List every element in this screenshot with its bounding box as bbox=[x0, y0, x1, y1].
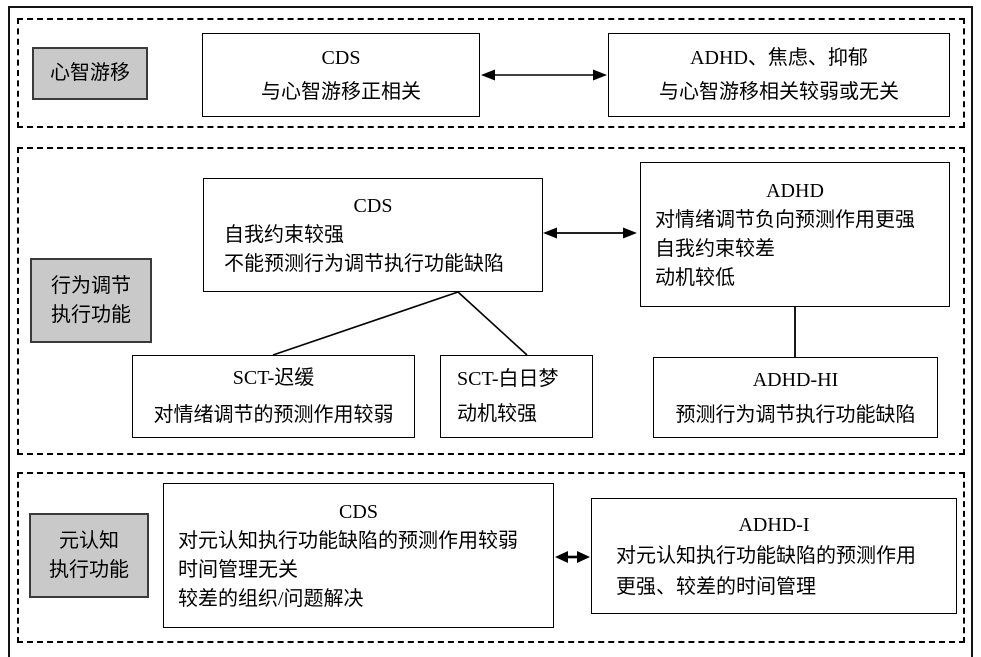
box-line: 时间管理无关 bbox=[178, 558, 298, 581]
box-line: 与心智游移相关较弱或无关 bbox=[659, 80, 899, 103]
section-metacognitive bbox=[17, 472, 965, 643]
box-line: 对元认知执行功能缺陷的预测作用较弱 bbox=[178, 529, 518, 552]
section-label-line: 执行功能 bbox=[49, 558, 129, 581]
box-cds-behavior-regulation: CDS 自我约束较强 不能预测行为调节执行功能缺陷 bbox=[203, 178, 543, 292]
section-label-line: 心智游移 bbox=[50, 62, 130, 84]
box-adhd-i: ADHD-I 对元认知执行功能缺陷的预测作用 更强、较差的时间管理 bbox=[591, 498, 957, 614]
box-title: CDS bbox=[339, 500, 378, 523]
box-adhd-anxiety-depression: ADHD、焦虑、抑郁 与心智游移相关较弱或无关 bbox=[608, 33, 950, 117]
box-title: CDS bbox=[353, 194, 393, 217]
box-line: 动机较强 bbox=[457, 402, 537, 425]
box-title: ADHD、焦虑、抑郁 bbox=[690, 46, 868, 69]
section-label-line: 行为调节 bbox=[51, 274, 131, 297]
box-line: 较差的组织/问题解决 bbox=[178, 587, 364, 610]
box-line: 预测行为调节执行功能缺陷 bbox=[675, 403, 916, 426]
box-title: ADHD bbox=[766, 179, 824, 202]
box-title: ADHD-HI bbox=[752, 368, 839, 391]
box-sct-daydream: SCT-白日梦 动机较强 bbox=[440, 355, 593, 438]
section-label-line: 元认知 bbox=[59, 529, 119, 552]
box-sct-sluggish: SCT-迟缓 对情绪调节的预测作用较弱 bbox=[132, 355, 415, 438]
box-line: 更强、较差的时间管理 bbox=[616, 575, 816, 598]
section-label-line: 执行功能 bbox=[51, 303, 131, 326]
box-line: 对元认知执行功能缺陷的预测作用 bbox=[616, 544, 916, 567]
box-line: 自我约束较差 bbox=[655, 237, 775, 260]
section-label-behavior-regulation: 行为调节 执行功能 bbox=[30, 258, 152, 343]
box-line: 动机较低 bbox=[655, 266, 735, 289]
box-adhd-hi: ADHD-HI 预测行为调节执行功能缺陷 bbox=[653, 357, 938, 438]
section-behavior-regulation bbox=[17, 147, 965, 455]
box-adhd-behavior-regulation: ADHD 对情绪调节负向预测作用更强 自我约束较差 动机较低 bbox=[640, 162, 950, 307]
figure-border bbox=[8, 6, 973, 657]
box-line: 与心智游移正相关 bbox=[261, 80, 421, 103]
section-mind-wandering bbox=[17, 18, 965, 128]
box-title: CDS bbox=[321, 46, 361, 69]
section-label-metacognitive: 元认知 执行功能 bbox=[29, 513, 149, 598]
box-cds-metacognitive: CDS 对元认知执行功能缺陷的预测作用较弱 时间管理无关 较差的组织/问题解决 bbox=[163, 483, 554, 628]
box-title: ADHD-I bbox=[738, 513, 810, 536]
box-cds-mind-wandering: CDS 与心智游移正相关 bbox=[202, 33, 480, 117]
box-line: 对情绪调节的预测作用较弱 bbox=[153, 403, 394, 426]
box-title: SCT-迟缓 bbox=[232, 366, 315, 389]
box-line: 不能预测行为调节执行功能缺陷 bbox=[224, 252, 504, 275]
box-line: 自我约束较强 bbox=[224, 223, 344, 246]
box-line: 对情绪调节负向预测作用更强 bbox=[655, 208, 915, 231]
box-title: SCT-白日梦 bbox=[457, 367, 559, 390]
section-label-mind-wandering: 心智游移 bbox=[32, 47, 148, 100]
